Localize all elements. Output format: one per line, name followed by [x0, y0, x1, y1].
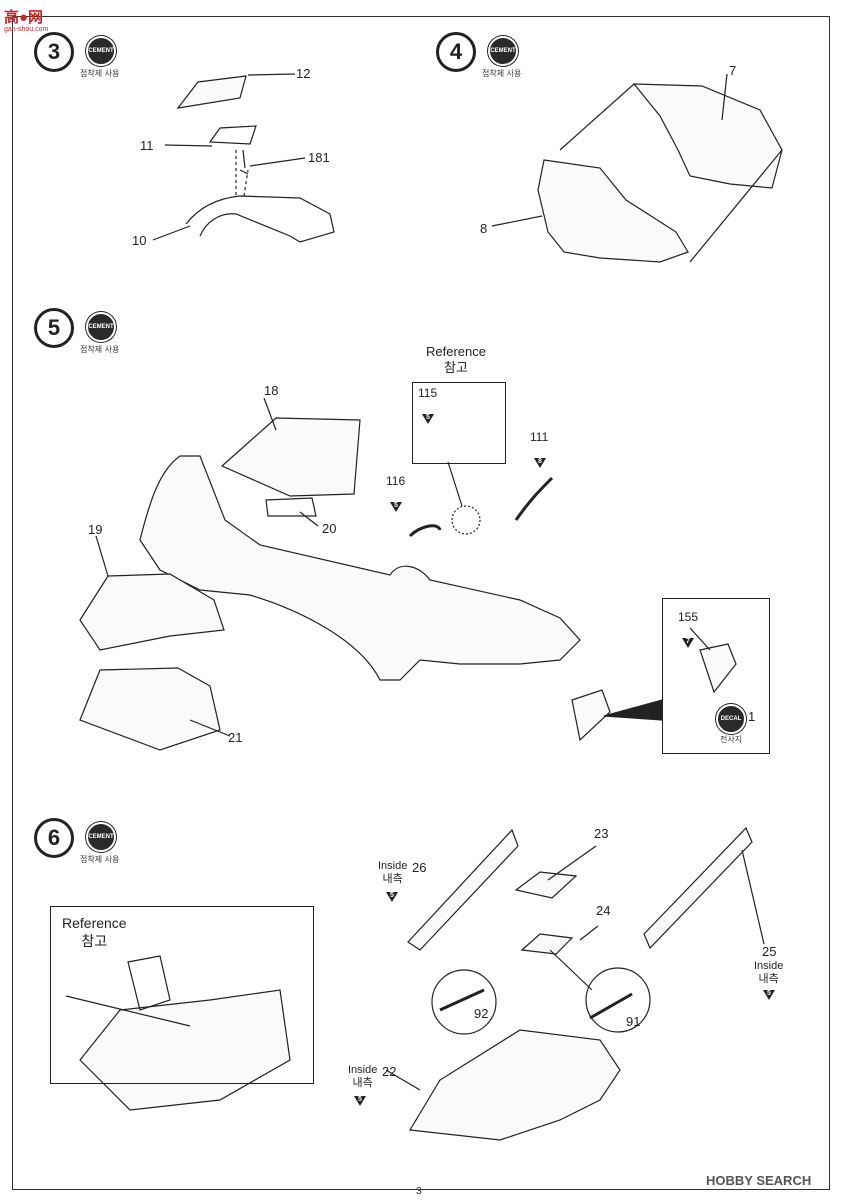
reference-box [412, 382, 506, 464]
watermark-url: gan-shou.com [4, 26, 49, 33]
step-number-4: 4 [436, 32, 476, 72]
cement-icon: CEMENT [86, 822, 116, 852]
step-number-6: 6 [34, 818, 74, 858]
cement-note: 접착제 사용 [80, 855, 120, 864]
color-marker-25: 5 [763, 990, 775, 1000]
color-marker-26: 5 [386, 892, 398, 902]
cement-note: 접착제 사용 [482, 69, 522, 78]
reference-en: Reference [62, 915, 127, 931]
page-frame [12, 16, 830, 1190]
part-21: 21 [228, 730, 243, 745]
color-marker-22: 5 [354, 1096, 366, 1106]
reference-en: Reference [426, 344, 486, 359]
watermark-site: HOBBY SEARCH [706, 1173, 812, 1188]
part-8: 8 [480, 221, 488, 236]
step4-drawing [491, 73, 783, 263]
reference-label: Reference 참고 [426, 344, 486, 376]
part-7: 7 [729, 63, 737, 78]
part-26: 26 [412, 860, 427, 875]
part-181: 181 [308, 150, 330, 165]
part-111: 111 [530, 430, 549, 444]
step3-drawing [152, 73, 335, 243]
reference-box-step6 [50, 906, 314, 1084]
color-marker-155: 7 [682, 638, 694, 648]
part-24: 24 [596, 903, 611, 918]
step6-drawing [65, 826, 765, 1141]
watermark-logo: 高●网 [4, 9, 44, 26]
color-marker-111: 8 [534, 458, 546, 468]
part-10: 10 [132, 233, 147, 248]
decal-number: 1 [748, 709, 756, 724]
cement-icon: CEMENT [86, 36, 116, 66]
part-23: 23 [594, 826, 609, 841]
reference-label-step6: Reference 참고 [62, 914, 127, 950]
part-155: 155 [678, 610, 699, 624]
part-11: 11 [140, 138, 154, 153]
reference-ko: 참고 [81, 933, 108, 949]
color-marker-115: 5 [422, 414, 434, 424]
part-115: 115 [418, 386, 438, 400]
decal-note: 전사지 [720, 735, 743, 744]
cement-icon: CEMENT [86, 312, 116, 342]
color-marker-116: 5 [390, 502, 402, 512]
part-116: 116 [386, 474, 406, 488]
part-19: 19 [88, 522, 103, 537]
part-12: 12 [296, 66, 311, 81]
step5-drawing [79, 397, 737, 751]
part-20: 20 [322, 521, 337, 536]
cement-note: 접착제 사용 [80, 69, 120, 78]
part-91: 91 [626, 1014, 641, 1029]
part-25: 25 [762, 944, 777, 959]
reference-ko: 참고 [444, 360, 468, 375]
part-22: 22 [382, 1064, 397, 1079]
step-number-5: 5 [34, 308, 74, 348]
cement-note: 접착제 사용 [80, 345, 120, 354]
decal-box [662, 598, 770, 754]
page-number: 3 [416, 1186, 422, 1197]
decal-icon: DECAL [716, 704, 746, 734]
cement-icon: CEMENT [488, 36, 518, 66]
part-92: 92 [474, 1006, 489, 1021]
part-18: 18 [264, 383, 279, 398]
step-number-3: 3 [34, 32, 74, 72]
